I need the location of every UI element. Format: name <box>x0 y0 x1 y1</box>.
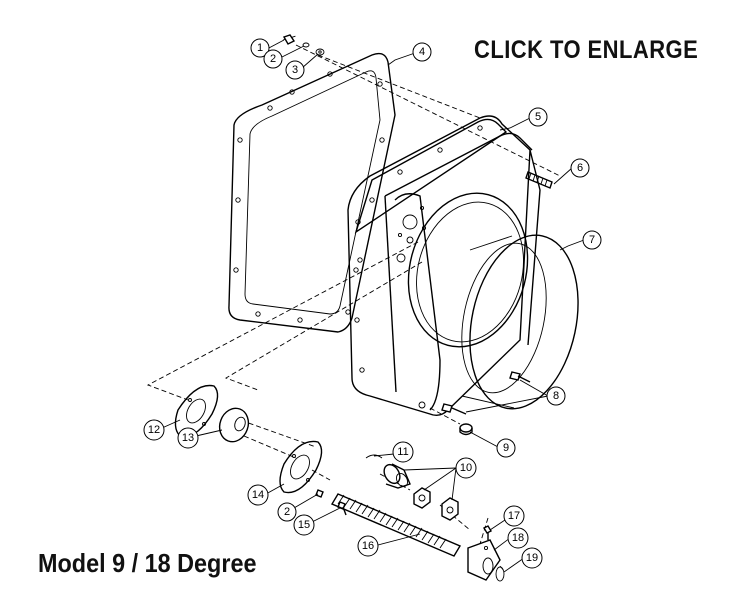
callout-label: 3 <box>292 64 298 76</box>
cap-part <box>459 423 473 436</box>
callout-18: 18 <box>507 527 529 549</box>
callout-label: 16 <box>362 540 374 552</box>
callout-8: 8 <box>546 386 566 406</box>
callout-13: 13 <box>177 427 199 449</box>
callout-label: 11 <box>397 446 408 458</box>
callout-6: 6 <box>570 158 590 178</box>
grommet-part <box>218 407 250 443</box>
callout-7: 7 <box>582 230 602 250</box>
ring-part <box>461 234 579 410</box>
screw-part <box>525 171 553 189</box>
callout-label: 18 <box>512 532 524 544</box>
callout-label: 2 <box>270 53 276 65</box>
callout-label: 1 <box>257 42 263 54</box>
callout-label: 14 <box>252 489 264 501</box>
top-hardware <box>282 34 325 56</box>
click-to-enlarge-link[interactable]: CLICK TO ENLARGE <box>474 36 699 64</box>
callout-12: 12 <box>143 419 165 441</box>
callout-14: 14 <box>247 484 269 506</box>
callout-label: 2 <box>284 506 290 518</box>
callout-17: 17 <box>503 505 525 527</box>
leader-lines <box>161 39 585 573</box>
washer-part <box>495 566 505 582</box>
callout-label: 19 <box>526 552 538 564</box>
callout-label: 15 <box>298 519 310 531</box>
bushing-part <box>467 539 501 581</box>
callout-label: 10 <box>460 462 472 474</box>
callout-label: 8 <box>553 390 559 402</box>
callout-19: 19 <box>521 547 543 569</box>
callout-label: 4 <box>419 46 425 58</box>
callout-1: 1 <box>250 38 270 58</box>
callout-11: 11 <box>392 441 414 463</box>
callout-label: 13 <box>182 432 194 444</box>
fitting-part <box>365 454 459 521</box>
callout-label: 12 <box>148 424 160 436</box>
callout-16: 16 <box>357 535 379 557</box>
callout-label: 17 <box>508 510 520 522</box>
set-screw-part <box>483 525 492 540</box>
callout-9: 9 <box>496 438 516 458</box>
flange-part-b <box>279 440 323 494</box>
callout-2-lower: 2 <box>277 502 297 522</box>
callout-3: 3 <box>285 60 305 80</box>
callout-label: 6 <box>577 162 583 174</box>
callout-15: 15 <box>293 514 315 536</box>
callout-10: 10 <box>455 457 477 479</box>
callout-label: 9 <box>503 442 509 454</box>
callout-4: 4 <box>412 42 432 62</box>
threaded-rod-part <box>330 493 462 557</box>
housing-part <box>347 115 541 417</box>
callout-2: 2 <box>263 49 283 69</box>
fastener-part <box>441 371 531 415</box>
gasket-part <box>228 52 396 333</box>
callout-5: 5 <box>528 107 548 127</box>
model-caption: Model 9 / 18 Degree <box>38 548 257 578</box>
callout-label: 5 <box>535 111 541 123</box>
flange-part-a <box>174 384 219 438</box>
small-screws <box>315 489 347 516</box>
callout-label: 7 <box>589 234 595 246</box>
assembly-lines <box>146 35 561 573</box>
